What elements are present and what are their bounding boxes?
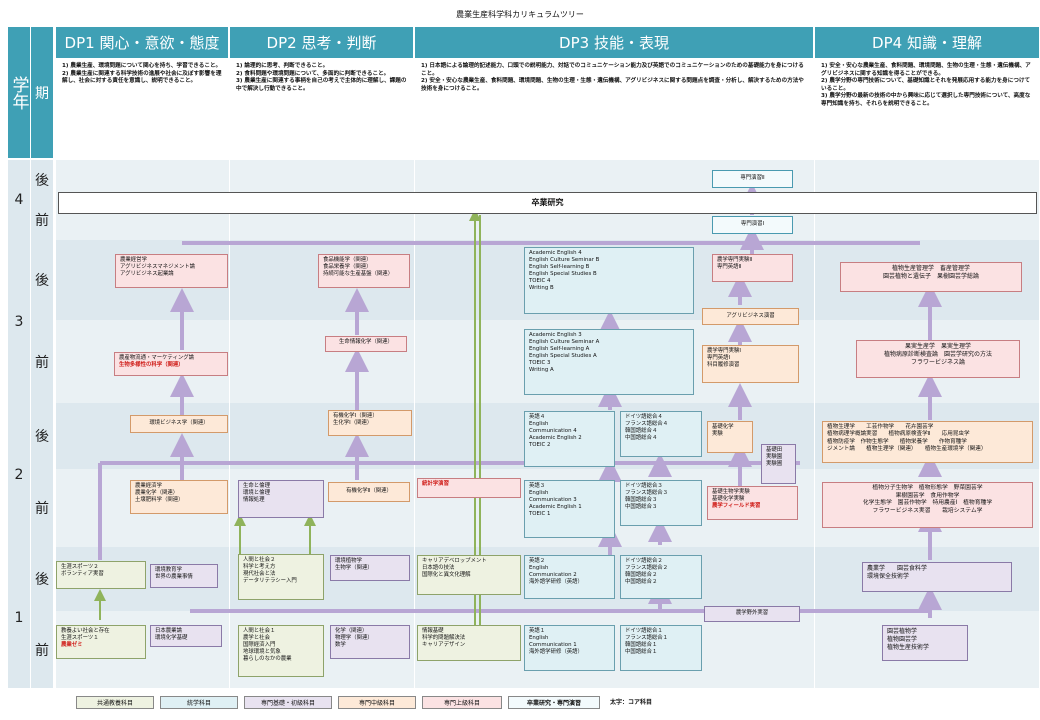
legend-graduation: 卒業研究・専門演習 xyxy=(508,696,600,709)
box-y3e-dp1: 農産物流通・マーケティング論 生物多様性の科学（関連） xyxy=(114,352,228,376)
term-y3-late: 後 xyxy=(31,240,53,320)
term-y4-early: 前 xyxy=(31,200,53,240)
box-y3e-jikken: 農学専門実験Ⅰ 専門英語Ⅰ 科目履修演習 xyxy=(702,345,799,383)
desc-dp2: 1) 論理的に思考、判断できること。 2) 食料問題や環境問題について、多面的に… xyxy=(230,59,413,159)
box-y1e-dp1b: 日本農業論 環境化学基礎 xyxy=(150,625,222,647)
term-y4-late: 後 xyxy=(31,160,53,200)
box-y3e-dp2: 生命情報化学（関連） xyxy=(325,336,407,352)
box-y3l-dp2: 食品機能学（関連） 食品栄養学（関連） 持続可能な生産基盤（関連） xyxy=(318,254,410,288)
box-y3l-dp4: 植物生産管理学 畜産管理学 園芸植物と遺伝子 果樹園芸学総論 xyxy=(840,262,1022,292)
box-y1e-dp1a-line1: 教養よい社会と存在 生涯スポーツ１ xyxy=(61,628,110,642)
term-y1-early: 前 xyxy=(31,611,53,688)
box-y2e-dp4: 植物分子生物学 植物形態学 野菜園芸学 果樹園芸学 食用作物学 化学生態学 園芸… xyxy=(822,482,1033,528)
box-y2e-dp2a: 生命と倫理 環境と倫理 情報処理 xyxy=(238,480,324,518)
box-y2l-dp4: 植物生理学 工芸作物学 花卉園芸学 植物病理学概論実習 植物病原検査学Ⅱ 応用昆… xyxy=(822,421,1033,463)
year-3: 3 xyxy=(8,240,30,403)
box-y2e-dp2b: 有機化学Ⅱ（関連） xyxy=(328,482,410,502)
term-y2-late: 後 xyxy=(31,403,53,469)
box-seminar2: 専門演習Ⅱ xyxy=(712,170,793,188)
box-y1l-dp2a: 人間と社会２ 科学と考え方 現代社会と法 データリテラシー入門 xyxy=(238,554,324,600)
header-dp2: DP2 思考・判断 xyxy=(230,27,413,58)
box-y1l-dp4: 農業学 園芸食料学 環境保全技術学 xyxy=(862,562,1012,592)
box-y2e-jikken: 基礎生物学実験 基礎化学実験 農学フィールド実習 xyxy=(707,486,798,520)
box-y2l-dp2: 有機化学Ⅰ（関連） 生化学Ⅰ（関連） xyxy=(328,410,412,436)
box-y2e-language: ドイツ語総合３ フランス語総合３ 韓国語総合３ 中国語総合３ xyxy=(620,480,702,526)
box-y2e-jikken-lines: 基礎生物学実験 基礎化学実験 xyxy=(712,489,750,503)
box-y3e-dp1-core: 生物多様性の科学（関連） xyxy=(119,362,184,369)
box-y2e-english: 英語３ English Communication 3 Academic Eng… xyxy=(524,480,615,538)
box-y2l-language: ドイツ語総合４ フランス語総合４ 韓国語総合４ 中国語総合４ xyxy=(620,411,702,457)
box-y3e-dp1-line1: 農産物流通・マーケティング論 xyxy=(119,355,195,361)
legend-stat: 統学科目 xyxy=(160,696,238,709)
box-y1l-language: ドイツ語総合２ フランス語総合２ 韓国語総合２ 中国語総合２ xyxy=(620,555,702,599)
legend-basic: 専門基礎・初級科目 xyxy=(244,696,332,709)
desc-dp4: 1) 安全・安心な農業生産、食料問題、環境問題、生物の生理・生態・遺伝機構、アグ… xyxy=(815,59,1039,159)
header-dp3: DP3 技能・表現 xyxy=(415,27,813,58)
divider-dp3-dp4 xyxy=(814,58,815,688)
header-dp1: DP1 関心・意欲・態度 xyxy=(56,27,228,58)
box-y1e-info: 情報基礎 科学的問題解決法 キャリアデザイン xyxy=(417,625,521,661)
box-y1e-language: ドイツ語総合１ フランス語総合１ 韓国語総合１ 中国語総合１ xyxy=(620,625,702,671)
box-y1l-career: キャリアデベロップメント 日本語の技法 国際化と異文化理解 xyxy=(417,555,521,595)
desc-dp1: 1) 農業生産、環境問題について関心を持ち、学習できること。 2) 農業生産に関… xyxy=(56,59,228,159)
box-y2e-dp1: 農業経済学 農業化学（関連） 土壌肥料学（関連） xyxy=(130,480,228,514)
term-y2-early: 前 xyxy=(31,469,53,547)
header-dp4: DP4 知識・理解 xyxy=(815,27,1039,58)
box-y2e-statistics: 統計学演習 xyxy=(417,478,521,498)
term-y3-early: 前 xyxy=(31,320,53,403)
page-title: 農業生産科学科カリキュラムツリー xyxy=(456,10,584,19)
box-y1l-dp1a: 生涯スポーツ２ ボランティア実習 xyxy=(56,561,146,589)
box-y2e-jikken-core: 農学フィールド実習 xyxy=(712,503,761,510)
box-y1l-dp2b: 環境植物学 生物学（関連） xyxy=(330,555,410,581)
box-y3l-jikken: 農学専門実験Ⅱ 専門英語Ⅱ xyxy=(712,254,793,282)
year-1: 1 xyxy=(8,547,30,688)
box-y3e-dp4: 果実生産学 果実生理学 植物病原診断検査論 園芸学研究の方法 フラワービジネス論 xyxy=(856,340,1020,378)
box-graduation-research: 卒業研究 xyxy=(58,192,1037,214)
box-y2l-basic-chem: 基礎化学 実験 xyxy=(707,421,753,453)
box-y1e-dp1a: 教養よい社会と存在 生涯スポーツ１ 農業ゼミ xyxy=(56,625,146,659)
box-y3l-dp1: 農業経営学 アグリビジネスマネジメント論 アグリビジネス起業論 xyxy=(115,254,228,288)
divider-dp2-dp3 xyxy=(414,58,415,688)
box-seminar1: 専門演習Ⅰ xyxy=(712,216,793,234)
box-y2l-english: 英語４ English Communication 4 Academic Eng… xyxy=(524,411,615,467)
box-y3l-english: Academic English 4 English Culture Semin… xyxy=(524,247,694,314)
box-y1e-dp2a: 人間と社会１ 農学と社会 国際経済入門 地球環境と気象 暮らしのなかの農業 xyxy=(238,625,324,677)
legend-upper: 専門上級科目 xyxy=(422,696,502,709)
divider-dp1-dp2 xyxy=(229,58,230,688)
box-y1e-dp2b: 化学（関連） 物理学（関連） 数学 xyxy=(330,625,410,659)
legend-note: 太字：コア科目 xyxy=(610,699,653,706)
term-axis-label: 期 xyxy=(31,27,53,158)
legend-mid: 専門中級科目 xyxy=(338,696,416,709)
year-4: 4 xyxy=(8,160,30,240)
box-agribusiness-practice: アグリビジネス演習 xyxy=(702,308,799,325)
year-axis-label: 学年 xyxy=(8,27,30,158)
year-2: 2 xyxy=(8,403,30,547)
box-y2l-field: 基礎田 実験園 実験圃 xyxy=(761,444,796,484)
term-y1-late: 後 xyxy=(31,547,53,611)
box-y1e-dp1a-core: 農業ゼミ xyxy=(61,642,83,649)
box-y2l-dp1: 環境ビジネス学（関連） xyxy=(130,415,228,433)
box-y1e-dp4: 園芸植物学 植物園芸学 植物生産技術学 xyxy=(882,625,968,661)
box-y1l-dp1b: 環境教育学 世界の農業事情 xyxy=(150,564,218,588)
desc-dp3: 1) 日本語による論理的記述能力、口頭での説明能力、対話でのコミュニケーション能… xyxy=(415,59,813,159)
box-field-practice: 農学野外実習 xyxy=(704,606,800,622)
box-y1l-english: 英語２ English Communication 2 海外語学研修（英語） xyxy=(524,555,615,599)
legend-common: 共通教養科目 xyxy=(76,696,154,709)
box-y3e-english: Academic English 3 English Culture Semin… xyxy=(524,329,694,395)
box-y1e-english: 英語１ English Communication 1 海外語学研修（英語） xyxy=(524,625,615,671)
